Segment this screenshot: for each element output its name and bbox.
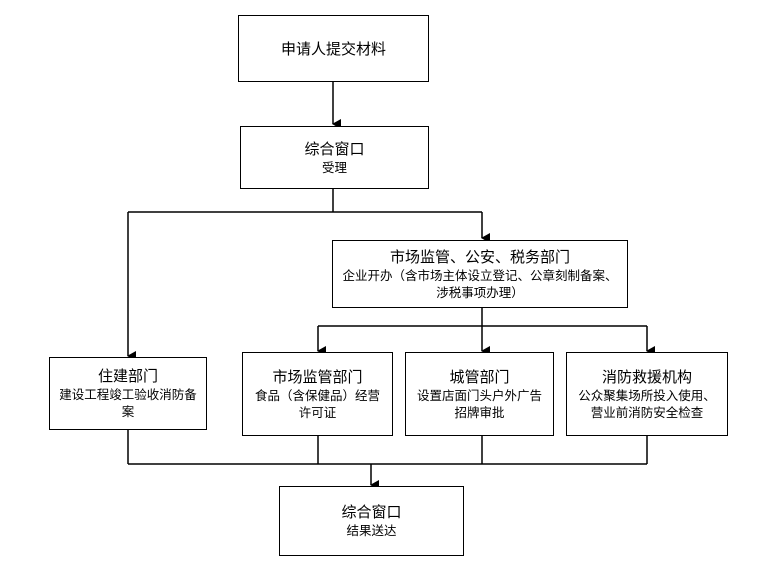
node-urban: 城管部门 设置店面门头户外广告招牌审批 [405,352,554,436]
node-fire-title: 消防救援机构 [601,367,692,386]
node-market-food: 市场监管部门 食品（含保健品）经营许可证 [242,352,393,436]
node-window-accept-sub: 受理 [321,159,347,175]
node-window-accept: 综合窗口 受理 [240,126,429,189]
node-fire-sub: 公众聚集场所投入使用、营业前消防安全检查 [578,387,716,420]
node-window-accept-title: 综合窗口 [304,139,365,158]
node-urban-title: 城管部门 [449,367,510,386]
node-urban-sub: 设置店面门头户外广告招牌审批 [416,387,542,420]
node-market-public-tax-title: 市场监管、公安、税务部门 [389,247,570,266]
node-housing-sub: 建设工程竣工验收消防备案 [59,387,197,419]
node-fire: 消防救援机构 公众聚集场所投入使用、营业前消防安全检查 [566,352,728,436]
node-housing: 住建部门 建设工程竣工验收消防备案 [49,357,207,430]
node-window-result-title: 综合窗口 [341,503,402,521]
node-window-result-sub: 结果送达 [346,523,397,538]
node-housing-title: 住建部门 [97,367,158,385]
node-market-public-tax-sub: 企业开办（含市场主体设立登记、公章刻制备案、涉税事项办理） [342,267,618,300]
node-submit-title: 申请人提交材料 [280,40,386,58]
node-window-result: 综合窗口 结果送达 [279,486,464,556]
node-market-food-title: 市场监管部门 [272,367,363,386]
node-submit: 申请人提交材料 [238,15,429,82]
node-market-public-tax: 市场监管、公安、税务部门 企业开办（含市场主体设立登记、公章刻制备案、涉税事项办… [332,240,628,308]
node-market-food-sub: 食品（含保健品）经营许可证 [254,387,380,420]
